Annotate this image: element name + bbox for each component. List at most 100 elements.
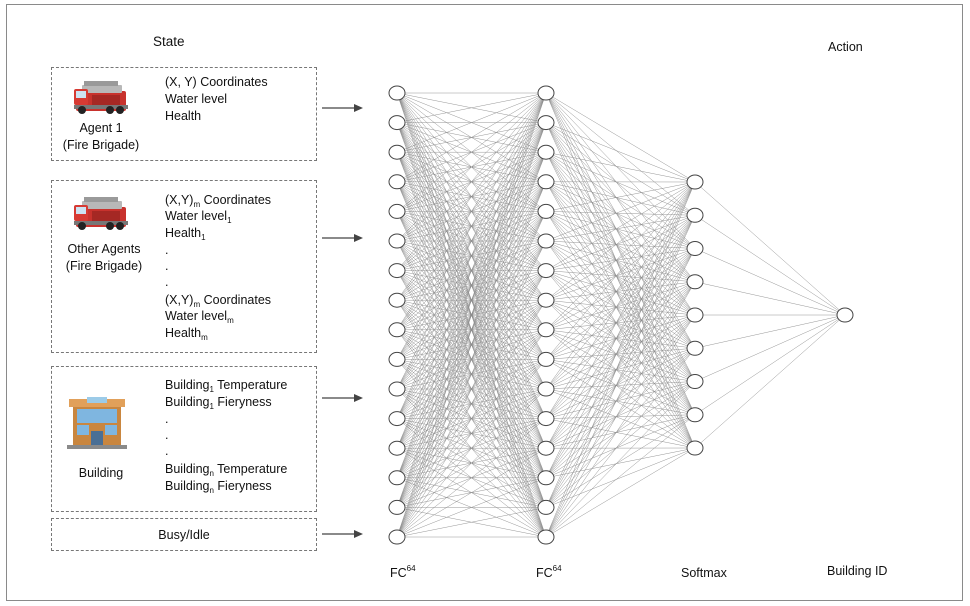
network-node-layer-2 (537, 203, 555, 219)
network-edge (545, 248, 696, 508)
network-edge (545, 211, 696, 249)
network-edge (545, 414, 696, 479)
network-edge (396, 448, 547, 538)
layer-label-output: Building ID (827, 564, 888, 578)
network-edge (396, 92, 547, 538)
network-node-layer-2 (537, 322, 555, 338)
ellipsis-dot: . (165, 428, 169, 442)
network-edge (545, 329, 696, 449)
network-node-layer-2 (537, 174, 555, 190)
busy-idle-box (51, 518, 317, 551)
network-node-layer-1 (388, 263, 406, 279)
network-edge (545, 300, 696, 449)
network-edge (545, 181, 696, 449)
network-edge (545, 281, 696, 478)
network-edge (396, 240, 547, 538)
network-edge (545, 348, 696, 538)
network-edge (545, 181, 696, 538)
network-edge (396, 329, 547, 538)
network-node-layer-3 (686, 440, 704, 456)
network-edge (545, 92, 696, 183)
network-edge (694, 314, 846, 349)
network-edge (545, 414, 696, 419)
network-edge (545, 181, 696, 390)
network-edge (545, 300, 696, 382)
network-edge (545, 181, 696, 242)
network-edge (545, 381, 696, 419)
network-edge (545, 215, 696, 271)
network-edge (545, 181, 696, 216)
network-edge (545, 270, 696, 282)
network-edge (545, 215, 696, 242)
network-edge (545, 348, 696, 360)
network-edge (545, 211, 696, 282)
network-edge (694, 248, 846, 316)
network-edge (545, 381, 696, 538)
network-edge (545, 152, 696, 415)
network-node-layer-3 (686, 241, 704, 256)
network-node-layer-1 (388, 499, 406, 515)
network-edge (545, 181, 696, 271)
network-node-layer-3 (686, 207, 704, 223)
network-edge (545, 151, 696, 183)
network-edge (545, 314, 696, 538)
network-edge (545, 299, 696, 349)
network-edge (396, 507, 547, 538)
network-edge (545, 211, 696, 316)
network-edge (396, 92, 547, 271)
network-edge (545, 248, 696, 538)
network-edge (545, 348, 696, 508)
network-edge (545, 215, 696, 478)
network-edge (545, 314, 696, 449)
network-edge (545, 388, 696, 449)
network-node-layer-2 (537, 529, 555, 545)
network-edge (545, 414, 696, 449)
network-edge (545, 329, 696, 382)
network-node-layer-2 (537, 351, 555, 367)
network-edge (396, 270, 547, 538)
network-edge (545, 359, 696, 449)
network-edge (545, 92, 696, 249)
building-temperature-last: Buildingn Temperature (165, 462, 288, 478)
network-edge (545, 240, 696, 316)
network-edge (545, 240, 696, 349)
network-edge (545, 181, 696, 316)
arrow-head (354, 104, 363, 112)
network-edge (545, 348, 696, 449)
network-edge (545, 215, 696, 301)
network-edge (694, 314, 846, 449)
network-edge (396, 92, 547, 449)
network-edge (396, 92, 547, 212)
network-node-layer-1 (388, 85, 406, 101)
network-edge (545, 152, 696, 282)
network-node-layer-3 (686, 374, 704, 389)
network-node-layer-2 (537, 499, 555, 515)
network-edge (545, 248, 696, 449)
network-edge (545, 381, 696, 449)
network-edge (545, 215, 696, 508)
network-edge (545, 122, 696, 183)
network-node-layer-2 (537, 470, 555, 486)
network-edge (545, 414, 696, 538)
network-edge (545, 248, 696, 330)
network-node-layer-3 (686, 307, 704, 323)
network-edge (545, 418, 696, 449)
network-edge (545, 152, 696, 249)
network-edge (545, 281, 696, 360)
network-edge (545, 281, 696, 538)
network-node-layer-4 (836, 307, 854, 323)
network-edge (545, 240, 696, 415)
network-edge (545, 299, 696, 316)
network-node-layer-3 (686, 340, 704, 356)
building-box (51, 366, 317, 512)
network-edge (396, 92, 547, 419)
network-edge (396, 92, 547, 153)
other-agents-water-last: Water levelm (165, 309, 234, 325)
network-edge (694, 215, 846, 316)
network-edge (396, 388, 547, 538)
network-edge (545, 248, 696, 360)
network-edge (396, 152, 547, 538)
network-edge (396, 92, 547, 390)
network-edge (396, 300, 547, 538)
network-edge (545, 281, 696, 508)
